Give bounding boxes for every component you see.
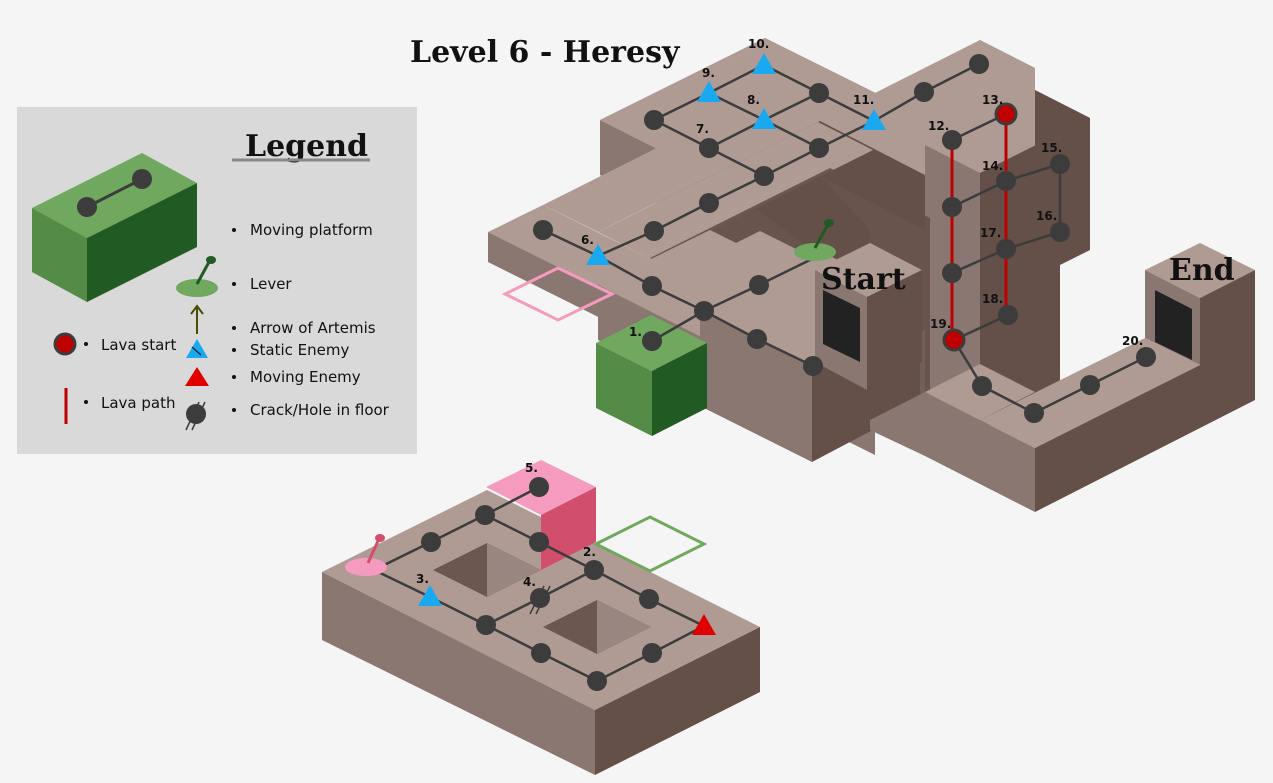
green-platform-target xyxy=(592,515,708,573)
legend-static-enemy-label: Static Enemy xyxy=(250,341,349,359)
legend-panel: Legend xyxy=(17,107,417,454)
legend-heading: Legend xyxy=(245,129,368,164)
lower-structure xyxy=(322,460,760,775)
node-label-16: 16. xyxy=(1036,209,1057,223)
node-label-7: 7. xyxy=(696,122,709,136)
node-label-2: 2. xyxy=(583,545,596,559)
moving-platform xyxy=(596,315,707,436)
lever-pink xyxy=(345,534,387,576)
start-label: Start xyxy=(821,262,906,297)
static-enemy-3 xyxy=(418,585,442,606)
node-label-8: 8. xyxy=(747,93,760,107)
legend-arrow-label: Arrow of Artemis xyxy=(250,319,376,337)
node-label-13: 13. xyxy=(982,93,1003,107)
legend-crack-label: Crack/Hole in floor xyxy=(250,401,390,419)
node-label-9: 9. xyxy=(702,66,715,80)
moving-platform-icon xyxy=(32,153,197,302)
legend-lever-label: Lever xyxy=(250,275,292,293)
legend-moving-platform-label: Moving platform xyxy=(250,221,373,239)
node-label-17: 17. xyxy=(980,226,1001,240)
arrow-of-artemis-icon xyxy=(190,304,204,334)
moving-enemy-icon xyxy=(185,367,209,386)
lava-start-icon xyxy=(53,332,77,356)
lava-paths xyxy=(950,114,1008,340)
node-label-15: 15. xyxy=(1041,141,1062,155)
node-label-5: 5. xyxy=(525,461,538,475)
lower-nodes xyxy=(421,477,662,691)
pink-platform-target xyxy=(501,266,616,322)
node-label-10: 10. xyxy=(748,37,769,51)
end-label: End xyxy=(1169,253,1235,288)
node-label-18: 18. xyxy=(982,292,1003,306)
node-label-12: 12. xyxy=(928,119,949,133)
node-label-3: 3. xyxy=(416,572,429,586)
legend-lava-path-label: Lava path xyxy=(101,394,176,412)
legend-moving-enemy-label: Moving Enemy xyxy=(250,368,361,386)
node-label-19: 19. xyxy=(930,317,951,331)
lever-green xyxy=(794,219,836,261)
crack-hole-icon xyxy=(185,401,206,431)
page-title: Level 6 - Heresy xyxy=(410,35,681,70)
node-label-14: 14. xyxy=(982,159,1003,173)
node-label-11: 11. xyxy=(853,93,874,107)
node-label-4: 4. xyxy=(523,575,536,589)
lever-icon xyxy=(176,256,218,297)
moving-enemy xyxy=(692,614,716,635)
node-label-20: 20. xyxy=(1122,334,1143,348)
node-label-6: 6. xyxy=(581,233,594,247)
upper-nodes xyxy=(533,54,1156,423)
legend-lava-start-label: Lava start xyxy=(101,336,176,354)
upper-static-enemies xyxy=(586,53,886,265)
static-enemy-icon xyxy=(186,339,208,358)
node-label-1: 1. xyxy=(629,325,642,339)
